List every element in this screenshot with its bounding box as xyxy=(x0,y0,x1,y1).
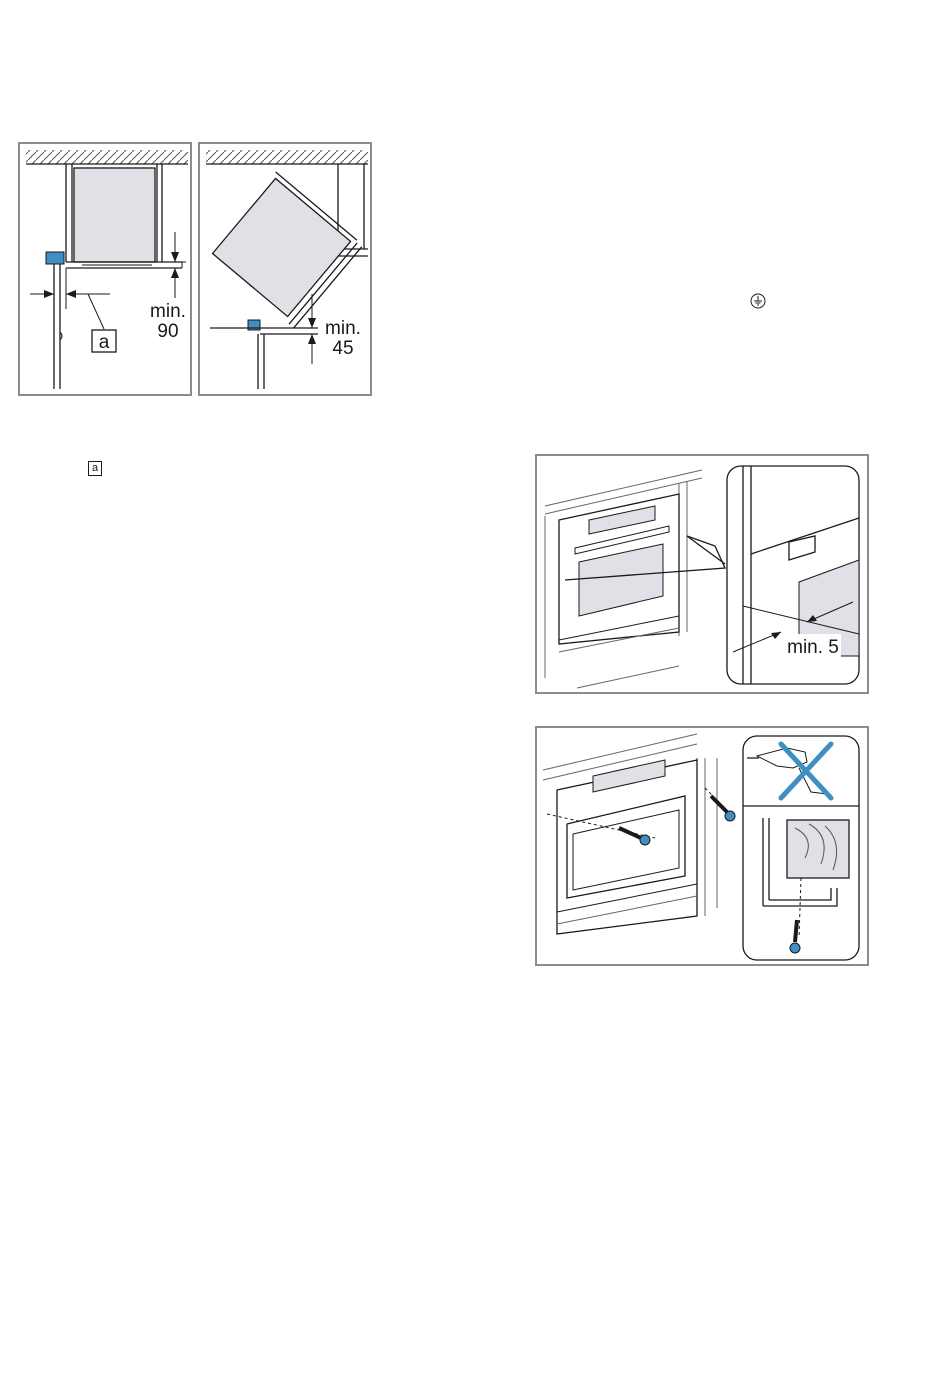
ceiling-hatch xyxy=(26,150,188,164)
screw-icon xyxy=(711,796,735,821)
figure-oven-gap: min. 5 xyxy=(535,454,869,694)
callout-a: a xyxy=(99,332,110,353)
figure-oven-screws xyxy=(535,726,869,966)
dim-label-min: min. xyxy=(325,318,361,339)
dim-value-90: 90 xyxy=(157,321,178,342)
dim-value-45: 45 xyxy=(332,338,353,359)
appliance-panel xyxy=(74,168,155,262)
callout-reference-a: a xyxy=(88,461,102,476)
figure-cabinet-tilt-section: min. 45 xyxy=(198,142,372,396)
cabinet-front-drawing: a min. 90 xyxy=(20,144,192,396)
blue-clip xyxy=(46,252,64,264)
dim-label-min: min. xyxy=(150,301,186,322)
earth-ground-icon xyxy=(750,293,766,309)
ceiling-hatch xyxy=(206,150,368,164)
oven-screw-drawing xyxy=(537,728,869,966)
oven-gap-drawing: min. 5 xyxy=(537,456,869,694)
dim-min-5: min. 5 xyxy=(787,637,839,658)
figure-cabinet-front-section: a min. 90 xyxy=(18,142,192,396)
cabinet-tilt-drawing: min. 45 xyxy=(200,144,372,396)
appliance-panel-tilted xyxy=(213,178,351,316)
